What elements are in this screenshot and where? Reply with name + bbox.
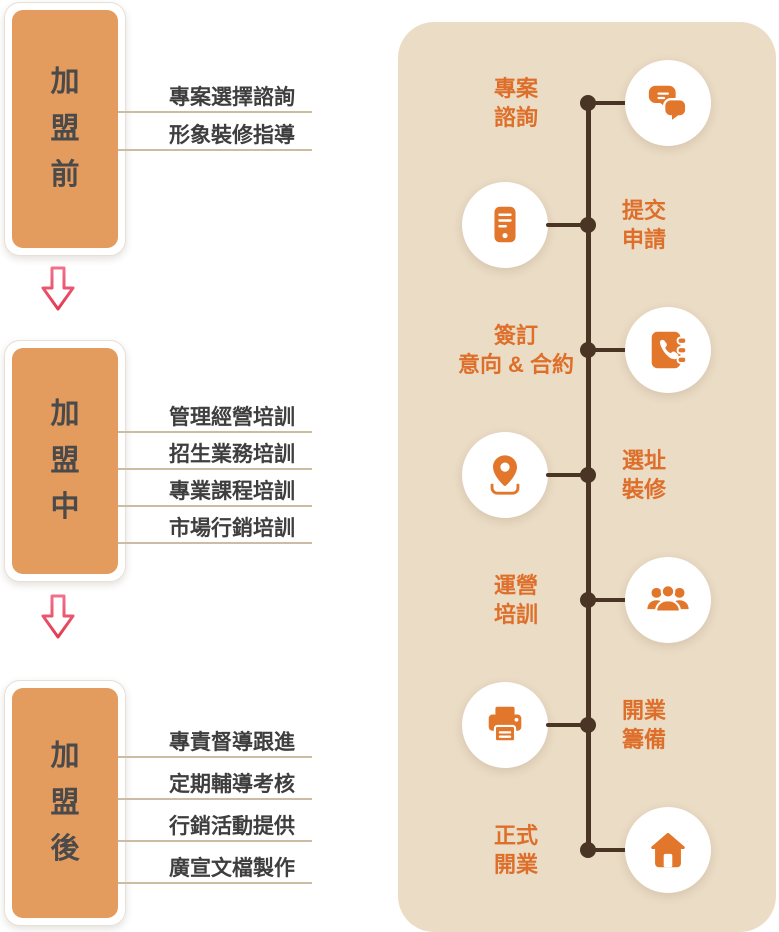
flow-item: 專業課程培訓 — [118, 479, 312, 507]
timeline-step-label: 開業 籌備 — [622, 695, 752, 755]
timeline-dot — [580, 592, 596, 608]
flow-item-label: 專案選擇諮詢 — [169, 86, 295, 109]
flow-item-label: 專責督導跟進 — [169, 731, 295, 754]
stage-box-during: 加盟中 — [12, 348, 118, 574]
stage-title-during: 加盟中 — [50, 398, 80, 524]
timeline-step-label: 選址 裝修 — [622, 445, 752, 505]
step-label-line: 籌備 — [622, 727, 667, 752]
people-group-icon — [625, 557, 711, 643]
stage-title-before: 加盟前 — [50, 66, 80, 192]
chat-icon — [625, 60, 711, 146]
location-pin-icon — [462, 432, 548, 518]
timeline-connector — [590, 598, 626, 602]
flow-item: 形象裝修指導 — [118, 123, 312, 151]
down-arrow-icon — [41, 266, 75, 312]
stage-box-before: 加盟前 — [12, 10, 118, 248]
timeline-connector — [590, 101, 626, 105]
step-label-line: 培訓 — [493, 602, 538, 627]
timeline-dot — [580, 342, 596, 358]
contacts-book-icon — [625, 307, 711, 393]
down-arrow-icon — [41, 594, 75, 640]
timeline-connector — [546, 223, 588, 227]
timeline-step-label: 專案 諮詢 — [436, 73, 596, 133]
stage-card-after: 加盟後 — [4, 680, 126, 926]
step-label-line: 專案 — [493, 76, 538, 101]
timeline-dot — [580, 717, 596, 733]
timeline-dot — [580, 467, 596, 483]
step-label-line: 提交 — [622, 198, 667, 223]
timeline-dot — [580, 842, 596, 858]
flow-item-label: 市場行銷培訓 — [169, 517, 295, 540]
flow-item-label: 定期輔導考核 — [169, 773, 295, 796]
flow-item-label: 專業課程培訓 — [169, 480, 295, 503]
flow-item: 招生業務培訓 — [118, 442, 312, 470]
step-label-line: 意向 & 合約 — [457, 352, 575, 377]
flow-item-label: 形象裝修指導 — [169, 124, 295, 147]
timeline-step-label: 提交 申請 — [622, 195, 752, 255]
timeline-connector — [590, 848, 626, 852]
timeline-connector — [546, 723, 588, 727]
flow-item: 市場行銷培訓 — [118, 516, 312, 544]
flow-item: 行銷活動提供 — [118, 814, 312, 842]
stage-title-after: 加盟後 — [50, 740, 80, 866]
timeline-panel: 專案 諮詢 提交 申請 — [398, 22, 776, 932]
flow-item-label: 廣宣文檔製作 — [169, 857, 295, 880]
flow-item-label: 管理經營培訓 — [169, 406, 295, 429]
step-label-line: 裝修 — [622, 477, 667, 502]
step-label-line: 簽訂 — [493, 323, 538, 348]
flow-item: 廣宣文檔製作 — [118, 856, 312, 884]
timeline-step-label: 運營 培訓 — [436, 570, 596, 630]
printer-icon — [462, 682, 548, 768]
timeline-step-label: 正式 開業 — [436, 820, 596, 880]
flow-item: 管理經營培訓 — [118, 405, 312, 433]
timeline-connector — [590, 348, 626, 352]
step-label-line: 諮詢 — [493, 105, 538, 130]
stage-card-before: 加盟前 — [4, 2, 126, 256]
timeline-step-label: 簽訂 意向 & 合約 — [436, 320, 596, 380]
timeline-dot — [580, 95, 596, 111]
flow-item-label: 招生業務培訓 — [169, 443, 295, 466]
flow-item-label: 行銷活動提供 — [169, 815, 295, 838]
step-label-line: 開業 — [622, 698, 667, 723]
step-label-line: 運營 — [493, 573, 538, 598]
step-label-line: 開業 — [493, 852, 538, 877]
step-label-line: 選址 — [622, 448, 667, 473]
timeline-dot — [580, 217, 596, 233]
home-icon — [625, 807, 711, 893]
step-label-line: 申請 — [622, 227, 667, 252]
timeline-connector — [546, 473, 588, 477]
stage-box-after: 加盟後 — [12, 688, 118, 918]
flow-item: 定期輔導考核 — [118, 772, 312, 800]
stage-card-during: 加盟中 — [4, 340, 126, 582]
step-label-line: 正式 — [493, 823, 538, 848]
flow-item: 專責督導跟進 — [118, 730, 312, 758]
flow-item: 專案選擇諮詢 — [118, 85, 312, 113]
phone-icon — [462, 182, 548, 268]
